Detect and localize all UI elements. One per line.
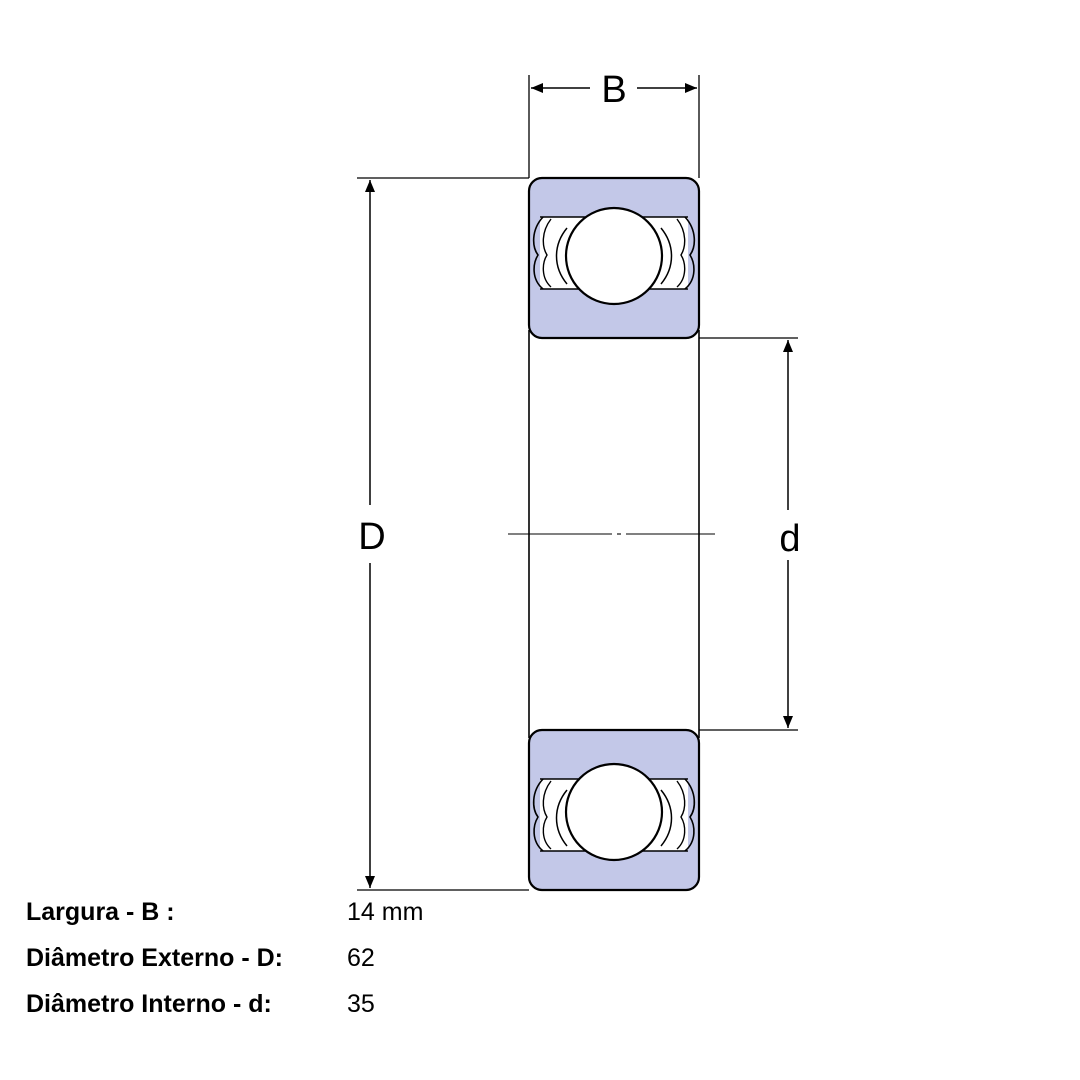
width-label: B: [601, 69, 626, 111]
outer-diameter-label: D: [358, 516, 385, 558]
spec-value: 14 mm: [347, 898, 424, 926]
spec-label: Diâmetro Interno - d:: [26, 990, 272, 1018]
dimension-inner-diameter: d: [779, 340, 801, 728]
dimension-b: B: [531, 69, 697, 111]
spec-value: 35: [347, 990, 375, 1018]
spec-value: 62: [347, 944, 375, 972]
dimension-outer-diameter: D: [358, 180, 386, 888]
inner-diameter-label: d: [779, 518, 800, 560]
bore-outline: [508, 330, 715, 738]
spec-label: Diâmetro Externo - D:: [26, 944, 283, 972]
spec-label: Largura - B :: [26, 898, 175, 926]
bearing-section-bottom: [527, 728, 701, 892]
bearing-section-top: [527, 176, 701, 340]
bearing-diagram: B D d: [357, 69, 801, 892]
extension-lines: [357, 75, 798, 891]
ball-icon: [564, 762, 664, 862]
ball-icon: [564, 206, 664, 306]
